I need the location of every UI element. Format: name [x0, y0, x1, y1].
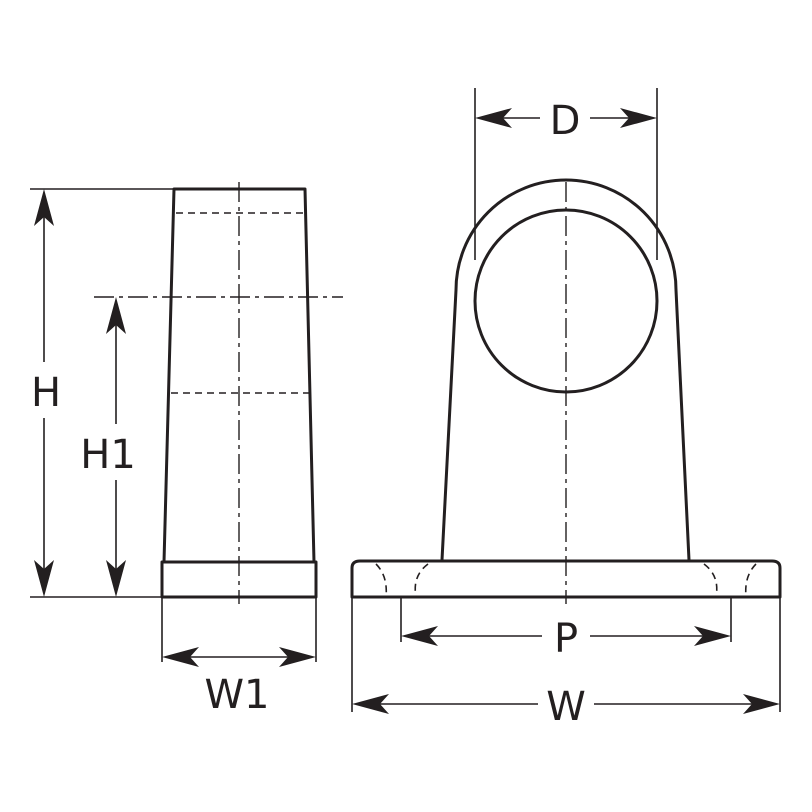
- dimension-d-arrow-right: [620, 108, 657, 128]
- dimension-w-arrow-left: [352, 694, 389, 714]
- dimension-h-arrow-bottom: [34, 560, 54, 597]
- side-view: [94, 182, 343, 604]
- front-view-countersink-left-outer: [375, 563, 388, 598]
- dimension-w1: W1: [161, 597, 317, 718]
- dimension-w1-arrow-right: [279, 647, 316, 667]
- dimension-h1-arrow-top: [106, 297, 126, 334]
- dimension-w1-arrow-left: [162, 647, 199, 667]
- dimension-p: P: [400, 597, 732, 662]
- dimension-h-label: H: [31, 370, 61, 416]
- front-view-body: [440, 178, 691, 562]
- dimension-d: D: [474, 88, 658, 260]
- dimension-d-label: D: [550, 98, 581, 144]
- dimension-w1-label: W1: [205, 672, 270, 718]
- dimension-h: H: [28, 188, 174, 598]
- dimension-p-label: P: [554, 616, 578, 662]
- dimension-p-arrow-left: [401, 626, 438, 646]
- front-view-base: [350, 559, 782, 599]
- front-view: [350, 178, 782, 604]
- dimension-h-arrow-top: [34, 189, 54, 226]
- dimension-w-label: W: [546, 684, 586, 730]
- dimension-h1-arrow-bottom: [106, 560, 126, 597]
- dimension-w: W: [351, 597, 781, 730]
- front-view-countersink-right-inner: [703, 563, 718, 598]
- dimension-w-arrow-right: [743, 694, 780, 714]
- dimension-d-arrow-left: [475, 108, 512, 128]
- front-view-countersink-right-outer: [744, 563, 757, 598]
- dimension-h1: H1: [78, 297, 140, 597]
- dimension-p-arrow-right: [694, 626, 731, 646]
- front-view-countersink-left-inner: [414, 563, 429, 598]
- dimension-h1-label: H1: [80, 432, 136, 478]
